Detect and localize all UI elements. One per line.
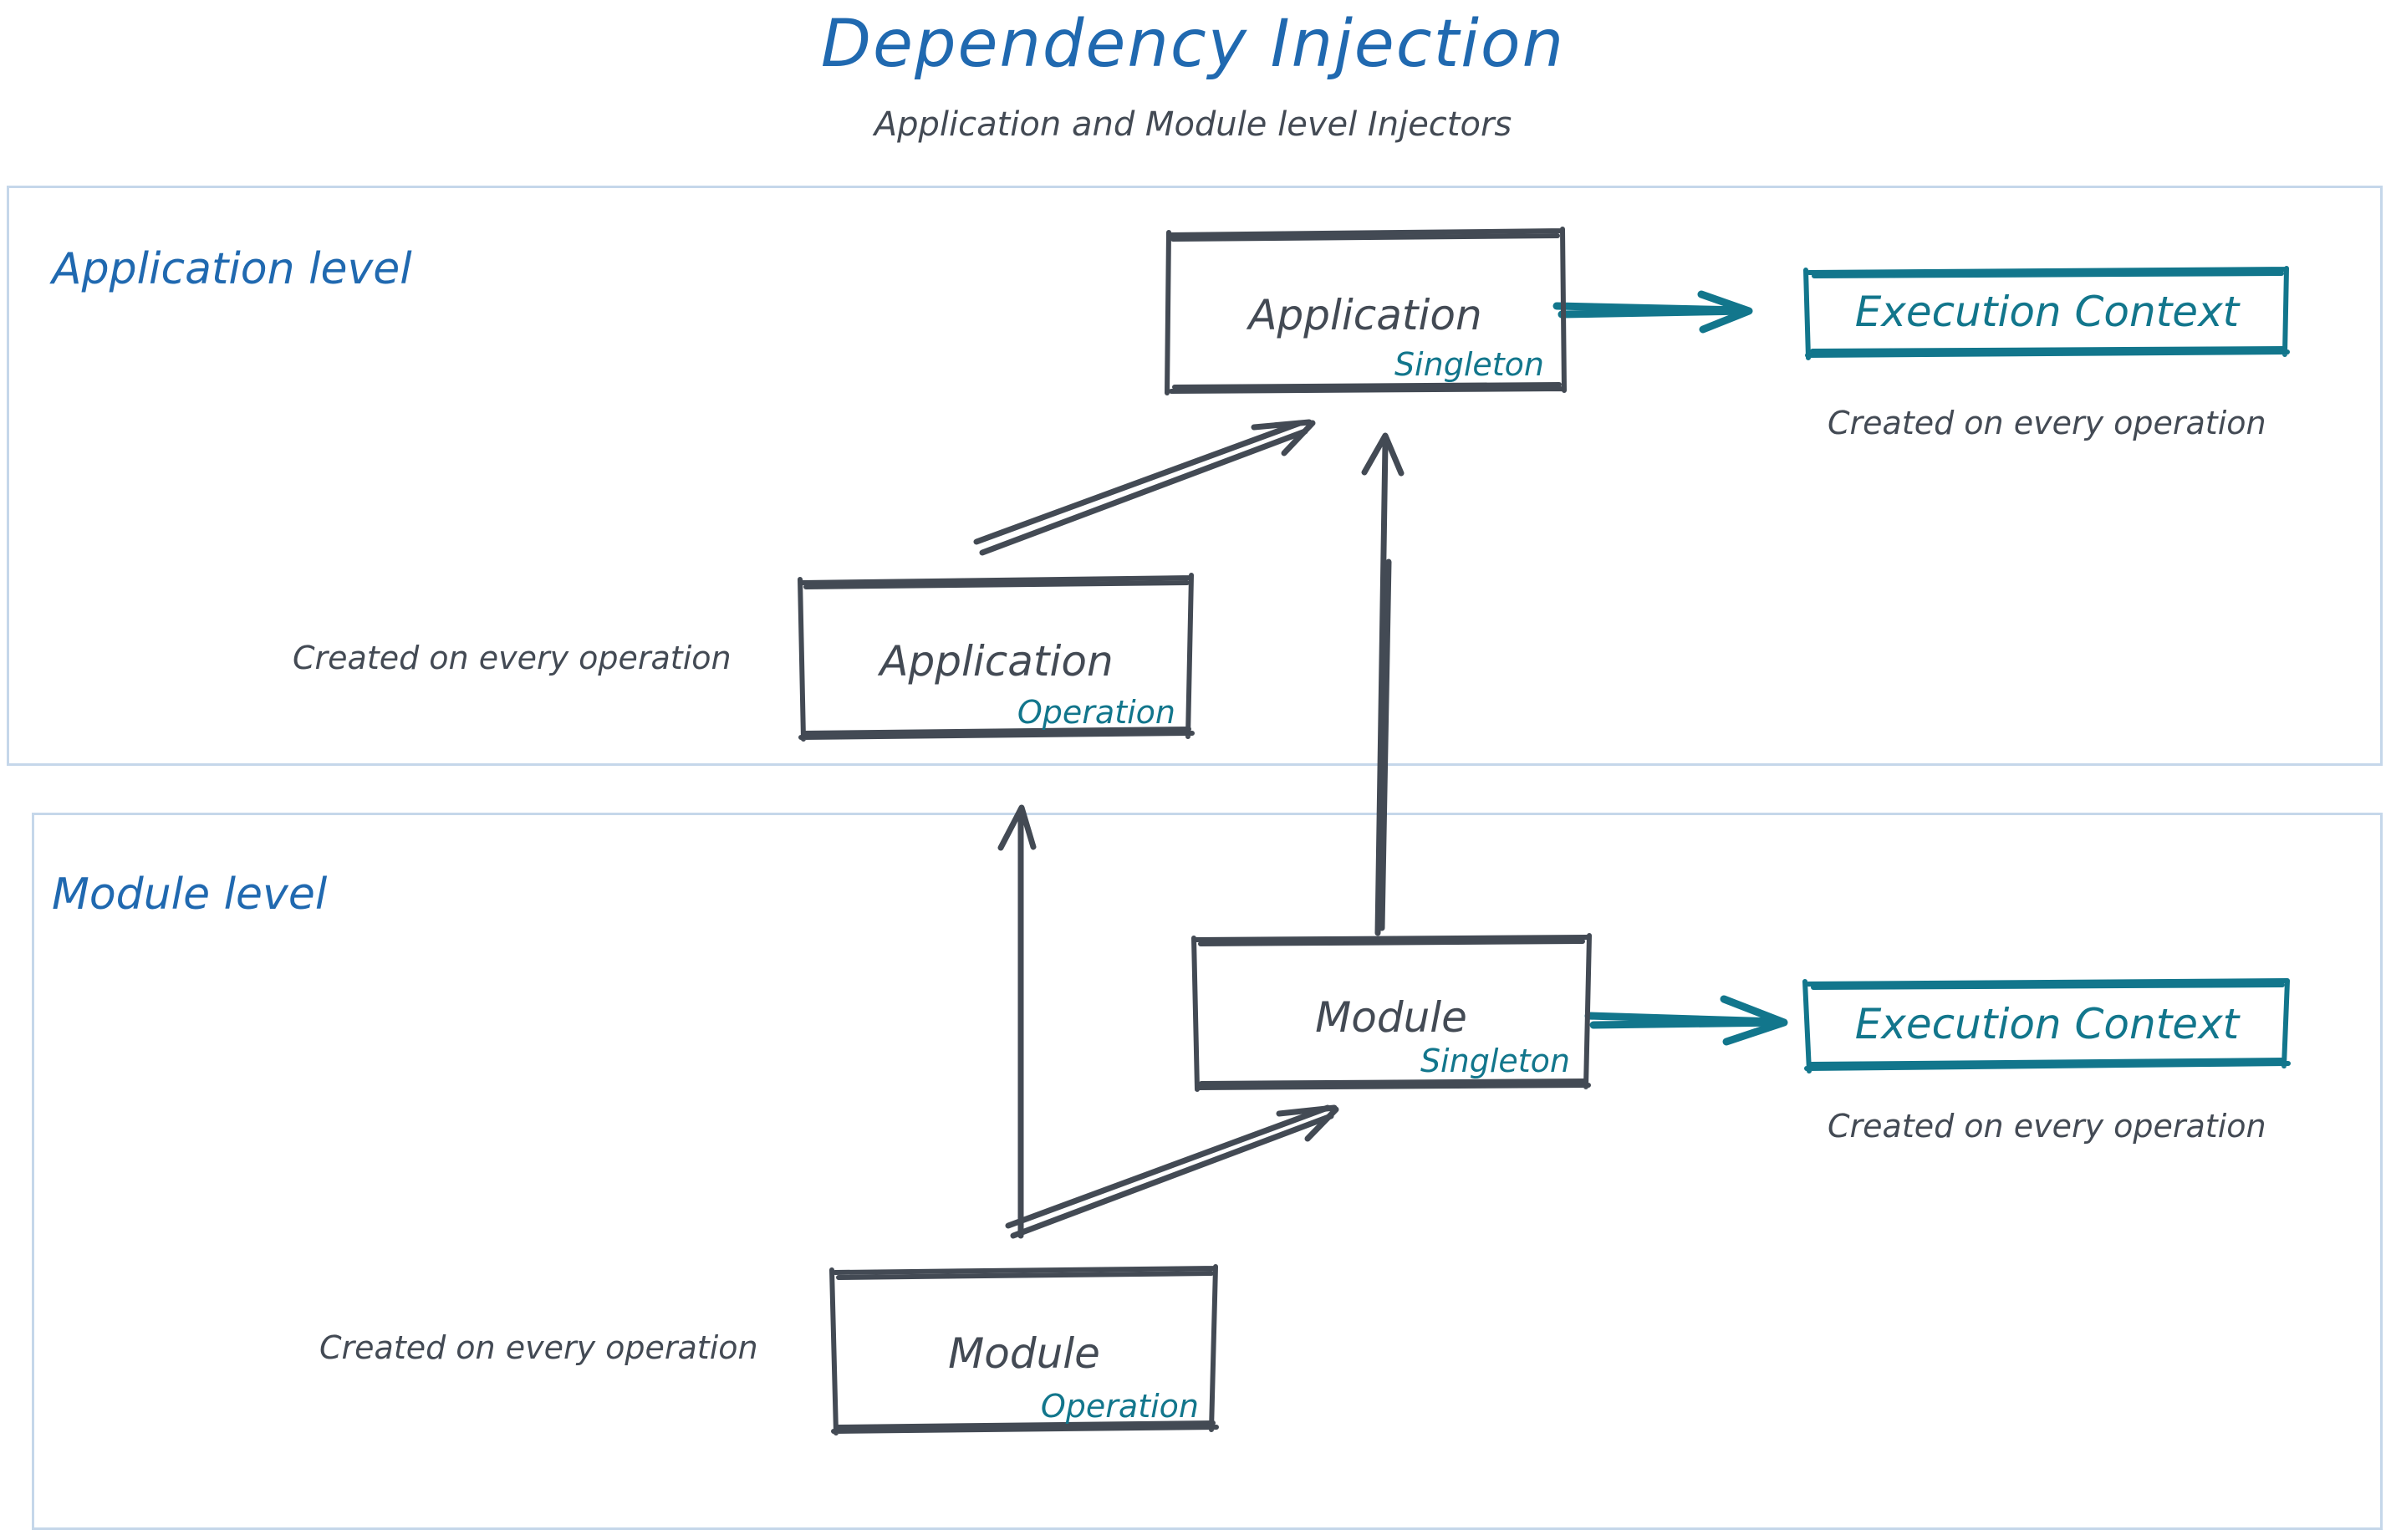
node-title: Application bbox=[1248, 291, 1482, 339]
node-execution-context-application[interactable]: Execution Context bbox=[1802, 266, 2292, 360]
node-title: Module bbox=[1315, 993, 1467, 1043]
node-frame bbox=[1165, 227, 1567, 395]
node-frame bbox=[1190, 933, 1592, 1092]
node-frame bbox=[1802, 266, 2292, 360]
node-title: Module bbox=[948, 1329, 1100, 1379]
node-title: Application bbox=[879, 637, 1114, 686]
page-title: Dependency Injection bbox=[820, 7, 1566, 82]
node-application-singleton[interactable]: Application Singleton bbox=[1165, 227, 1567, 395]
node-module-singleton[interactable]: Module Singleton bbox=[1190, 933, 1592, 1092]
page-subtitle: Application and Module level Injectors bbox=[874, 105, 1512, 144]
node-execution-context-module[interactable]: Execution Context bbox=[1802, 978, 2292, 1073]
node-scope-badge: Singleton bbox=[1420, 1043, 1570, 1079]
node-scope-badge: Operation bbox=[1017, 694, 1175, 731]
node-scope-badge: Operation bbox=[1040, 1388, 1199, 1425]
node-frame bbox=[828, 1264, 1221, 1436]
caption-execution-context-module: Created on every operation bbox=[1828, 1108, 2266, 1145]
caption-execution-context-application: Created on every operation bbox=[1828, 405, 2266, 441]
node-module-operation[interactable]: Module Operation bbox=[828, 1264, 1221, 1436]
caption-application-operation: Created on every operation bbox=[293, 640, 732, 676]
node-title: Execution Context bbox=[1854, 1000, 2240, 1049]
node-frame bbox=[796, 573, 1197, 742]
node-frame bbox=[1802, 978, 2292, 1073]
node-application-operation[interactable]: Application Operation bbox=[796, 573, 1197, 742]
module-level-label: Module level bbox=[52, 869, 328, 920]
module-level-container bbox=[32, 813, 2383, 1530]
node-title: Execution Context bbox=[1854, 288, 2240, 337]
application-level-label: Application level bbox=[52, 244, 412, 294]
node-scope-badge: Singleton bbox=[1394, 346, 1544, 383]
caption-module-operation: Created on every operation bbox=[319, 1329, 758, 1366]
application-level-container bbox=[7, 186, 2383, 766]
